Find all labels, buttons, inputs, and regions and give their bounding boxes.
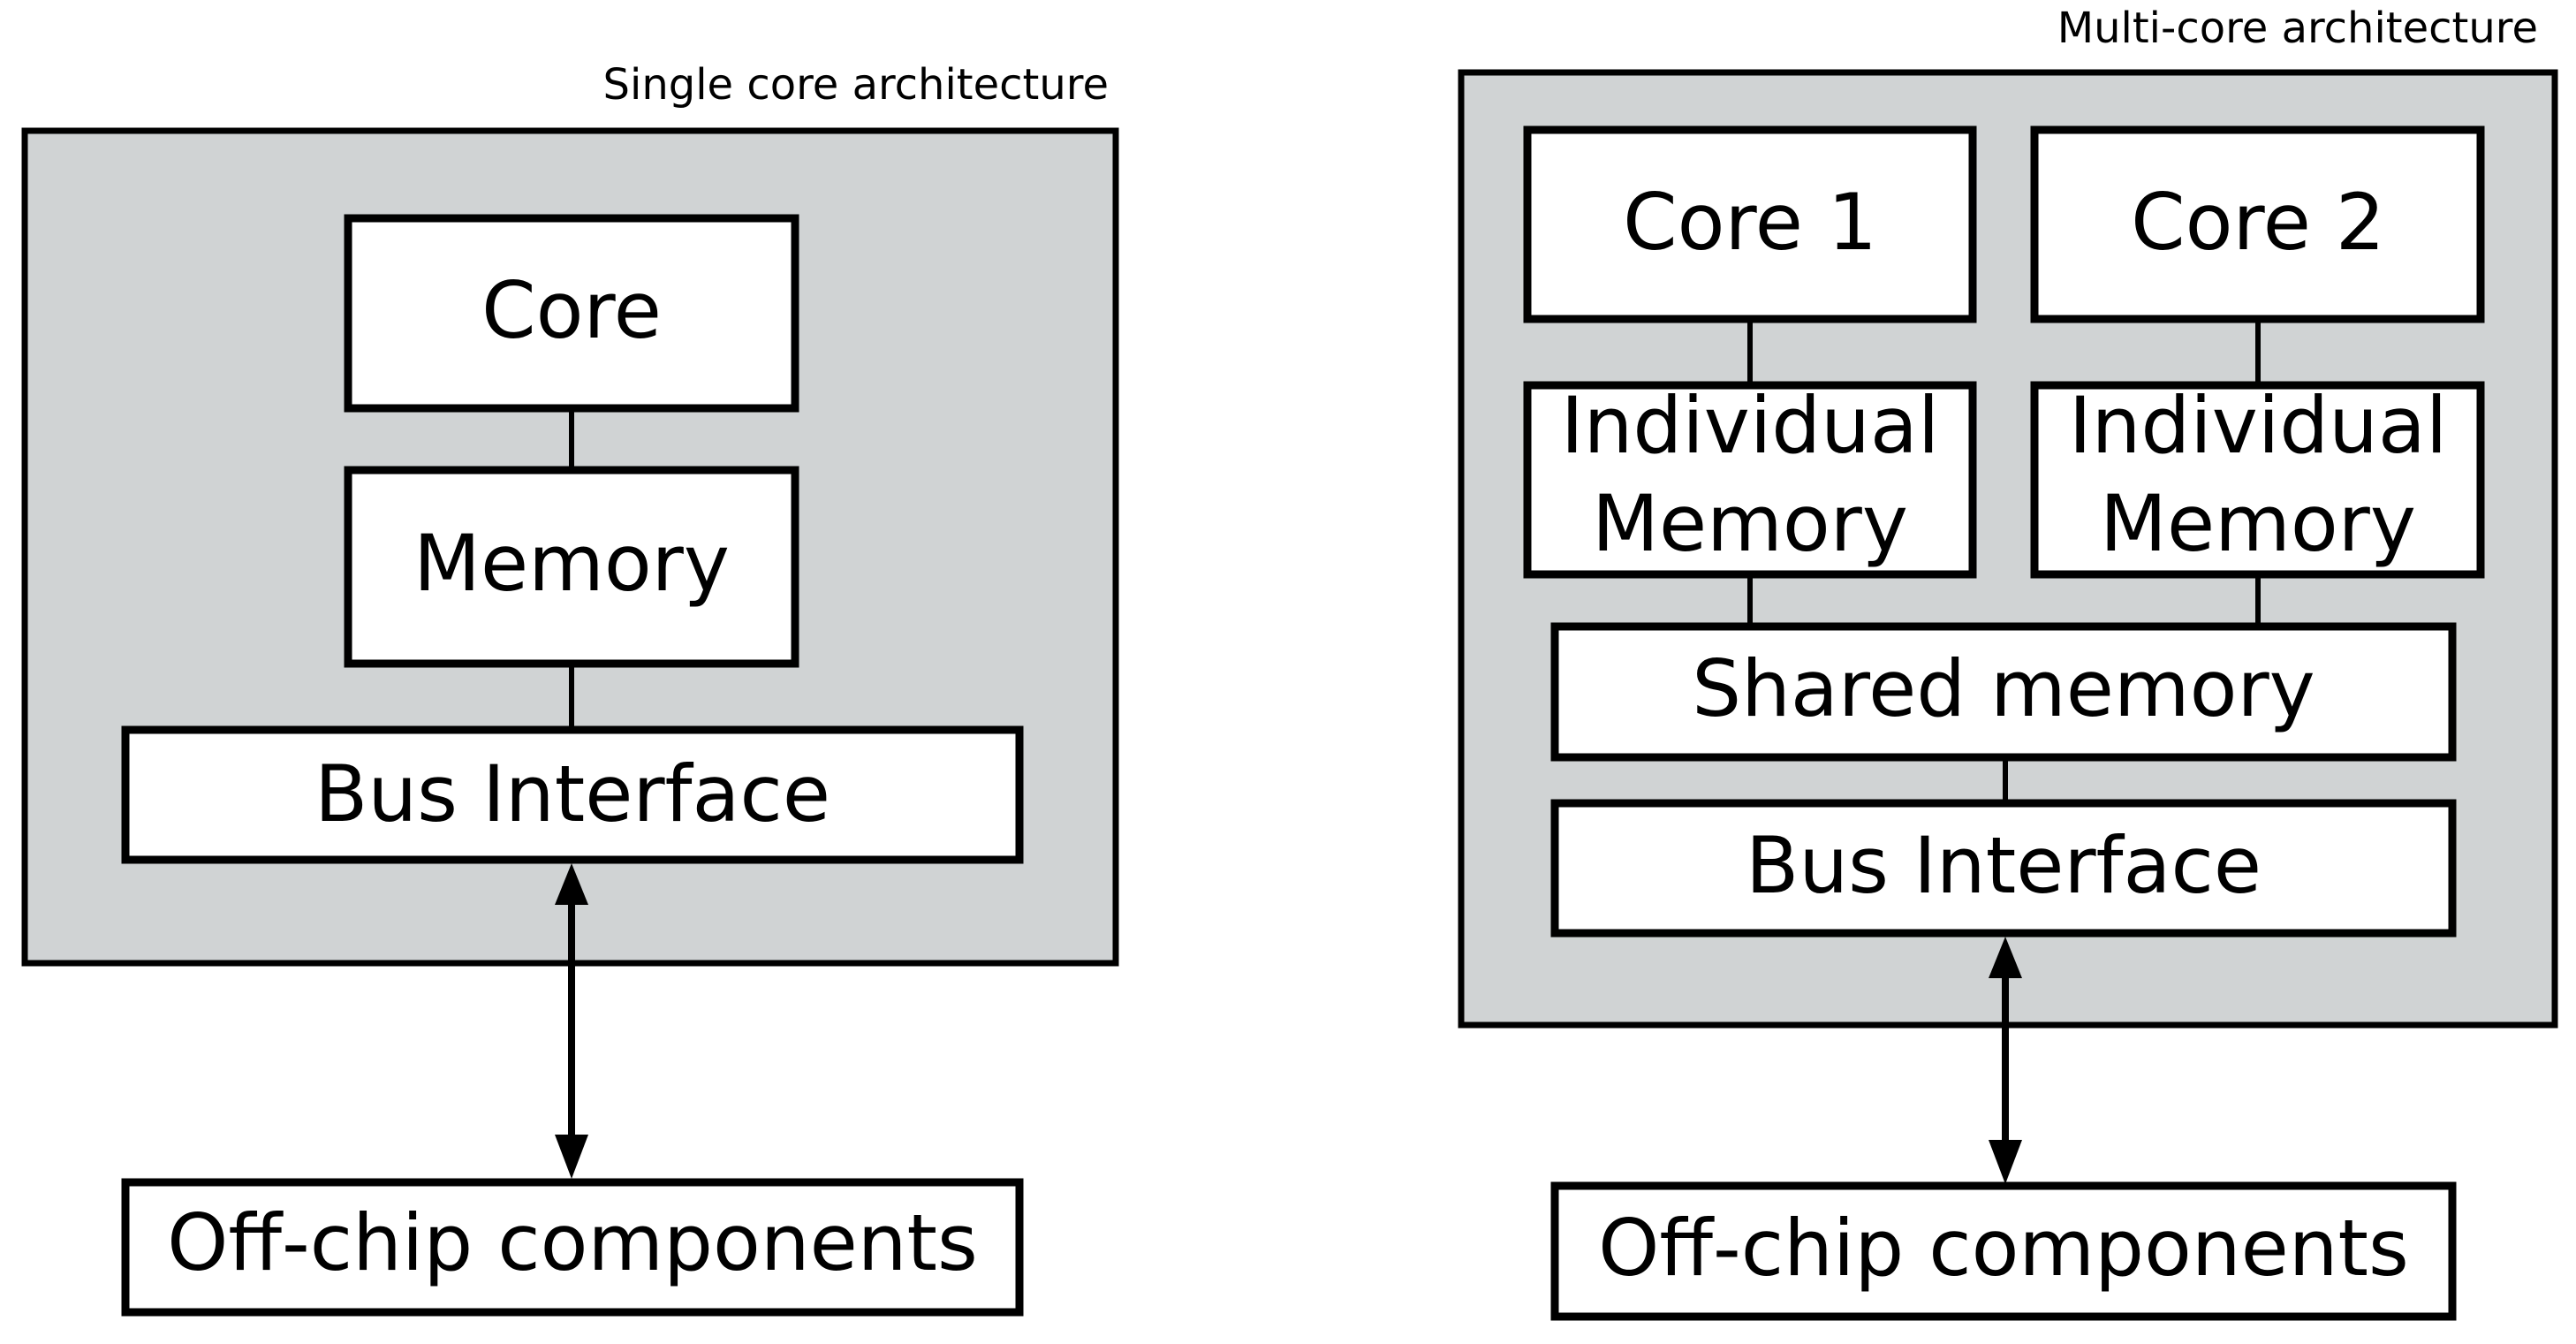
multi-arrow-head-down (1989, 1140, 2022, 1184)
multi-bus-box (1550, 799, 2457, 938)
individual-memory-1-line2: Memory (1592, 478, 1908, 569)
single-core-architecture: Single core architecture Core Memory Bus… (21, 60, 1119, 1317)
core1-label: Core 1 (1623, 177, 1877, 268)
multi-core-architecture: Multi-core architecture Core 1 Core 2 In… (1458, 4, 2558, 1321)
single-bus-box (121, 725, 1024, 864)
core2-label: Core 2 (2131, 177, 2385, 268)
single-arrow-head-up (555, 863, 588, 905)
single-arrow-head-down (555, 1135, 588, 1179)
individual-memory-2-box (2030, 381, 2485, 579)
single-core-title: Single core architecture (603, 60, 1109, 110)
single-offchip-box (121, 1178, 1024, 1317)
single-core-box (344, 214, 799, 413)
individual-memory-1-line1: Individual (1561, 380, 1940, 471)
multi-bus-label: Bus Interface (1746, 820, 2262, 911)
multi-offchip-box (1550, 1181, 2457, 1321)
individual-memory-2-line1: Individual (2069, 380, 2448, 471)
single-bus-label: Bus Interface (314, 748, 830, 839)
multi-offchip-label: Off-chip components (1598, 1203, 2409, 1294)
shared-memory-box (1550, 622, 2457, 762)
individual-memory-1-box (1523, 381, 1977, 579)
multi-core-title: Multi-core architecture (2057, 4, 2538, 53)
single-memory-box (344, 466, 799, 668)
single-offchip-label: Off-chip components (167, 1197, 978, 1288)
core2-box (2030, 125, 2485, 323)
multi-arrow-head-up (1989, 937, 2022, 978)
shared-memory-label: Shared memory (1692, 643, 2315, 734)
core1-box (1523, 125, 1977, 323)
individual-memory-2-line2: Memory (2100, 478, 2416, 569)
single-memory-label: Memory (413, 518, 730, 609)
single-core-label: Core (481, 265, 662, 356)
